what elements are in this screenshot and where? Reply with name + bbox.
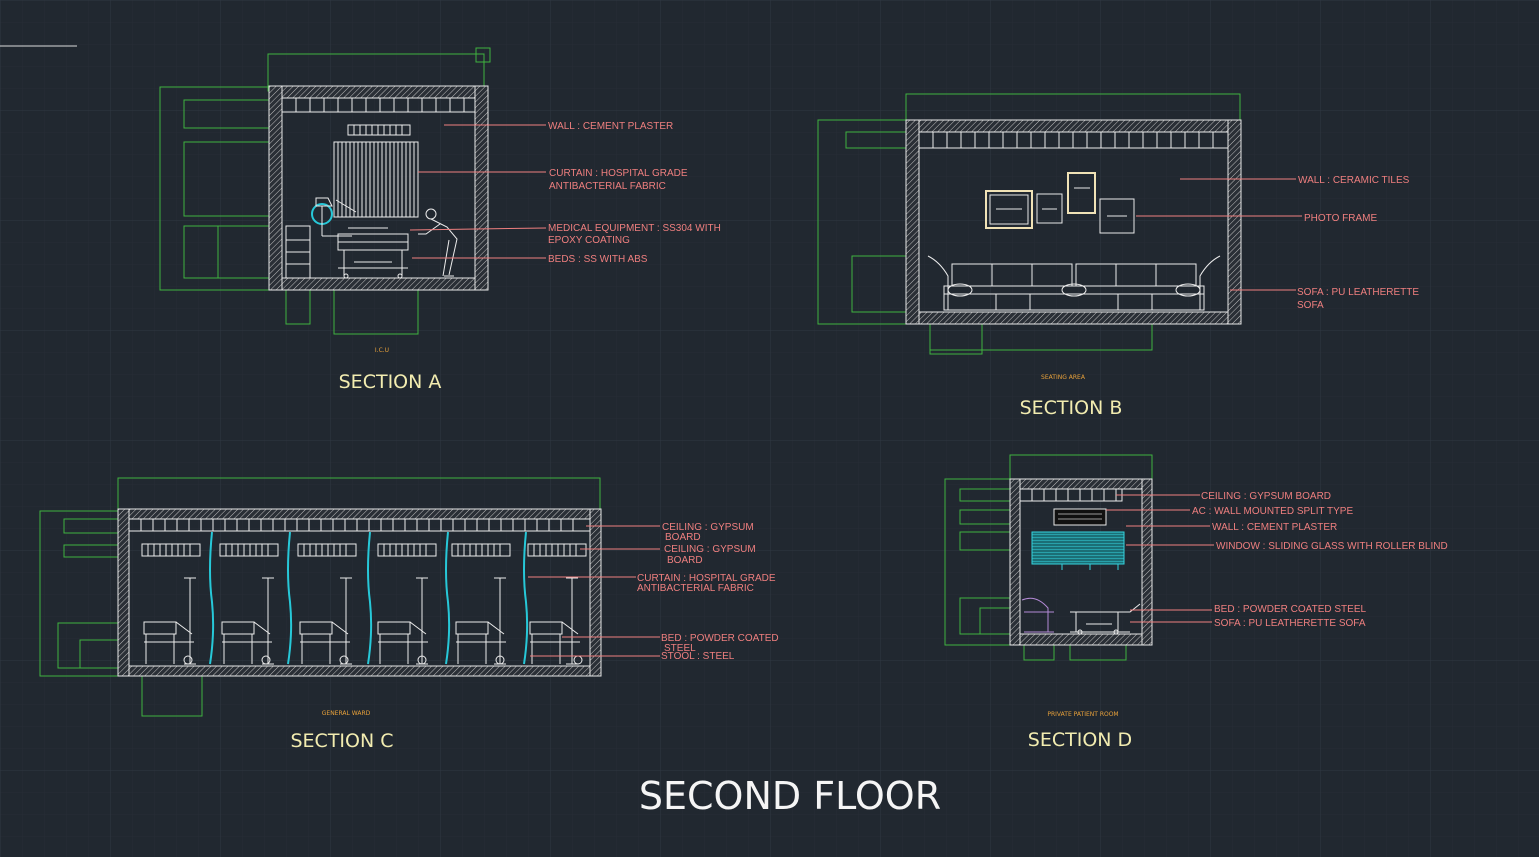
section-c-note-ceiling-2: BOARD <box>665 532 701 543</box>
section-d-note-bed: BED : POWDER COATED STEEL <box>1214 604 1366 615</box>
section-a-title: SECTION A <box>339 371 442 393</box>
section-a-caption: I.C.U <box>375 347 389 354</box>
section-a-note-curtain-2: ANTIBACTERIAL FABRIC <box>549 181 666 192</box>
section-a-nurse <box>418 208 458 277</box>
section-a-cabinet <box>285 225 311 279</box>
section-c-beds <box>143 577 583 665</box>
section-a-drawing[interactable]: WALL : CEMENT PLASTER CURTAIN : HOSPITAL… <box>159 47 721 393</box>
section-c-curtains <box>209 531 529 665</box>
section-a-curtain <box>333 141 419 218</box>
section-b-leaders <box>1136 178 1302 291</box>
section-d-note-ceiling: CEILING : GYPSUM BOARD <box>1201 491 1331 502</box>
section-c-note-bed: BED : POWDER COATED <box>661 633 779 644</box>
section-c-title: SECTION C <box>290 730 393 752</box>
section-b-note-sofa-2: SOFA <box>1297 300 1324 311</box>
section-b-title: SECTION B <box>1020 397 1123 419</box>
section-a-note-curtain: CURTAIN : HOSPITAL GRADE <box>549 168 688 179</box>
section-d-note-sofa: SOFA : PU LEATHERETTE SOFA <box>1214 618 1366 629</box>
section-c-note-bed-2: STEEL <box>664 643 696 654</box>
section-b-caption: SEATING AREA <box>1041 374 1086 381</box>
section-c-note-curtain-2: ANTIBACTERIAL FABRIC <box>637 583 754 594</box>
section-b-note-sofa: SOFA : PU LEATHERETTE <box>1297 287 1419 298</box>
section-b-sofa <box>927 255 1221 311</box>
section-c-leaders <box>528 525 660 657</box>
section-b-note-wall: WALL : CERAMIC TILES <box>1298 175 1410 186</box>
section-c-caption: GENERAL WARD <box>322 710 371 717</box>
section-d-caption: PRIVATE PATIENT ROOM <box>1047 711 1118 718</box>
section-c-drawing[interactable]: CEILING : GYPSUM BOARD CEILING : GYPSUM … <box>39 477 779 752</box>
section-d-note-wall: WALL : CEMENT PLASTER <box>1212 522 1337 533</box>
section-a-note-equipment: MEDICAL EQUIPMENT : SS304 WITH <box>548 223 721 234</box>
section-d-note-window: WINDOW : SLIDING GLASS WITH ROLLER BLIND <box>1216 541 1448 552</box>
section-d-furniture <box>1021 597 1141 635</box>
section-b-photo-frames <box>985 172 1135 234</box>
section-a-note-wall: WALL : CEMENT PLASTER <box>548 121 673 132</box>
section-b-note-photo: PHOTO FRAME <box>1304 213 1377 224</box>
section-c-note-curtain: CURTAIN : HOSPITAL GRADE <box>637 573 776 584</box>
section-a-note-equipment-2: EPOXY COATING <box>548 235 630 246</box>
section-a-ceiling <box>281 97 476 136</box>
section-d-title: SECTION D <box>1028 729 1132 751</box>
section-a-leaders <box>409 124 547 259</box>
section-a-note-beds: BEDS : SS WITH ABS <box>548 254 648 265</box>
section-c-note-ceiling: CEILING : GYPSUM <box>662 522 754 533</box>
floor-title: SECOND FLOOR <box>639 774 941 818</box>
section-d-window <box>1031 531 1125 570</box>
section-c-lights <box>141 543 587 557</box>
section-b-drawing[interactable]: WALL : CERAMIC TILES PHOTO FRAME SOFA : … <box>817 93 1419 419</box>
section-b-ceiling <box>918 131 1229 149</box>
section-a-bed <box>337 227 409 279</box>
section-c-ceiling <box>128 518 591 532</box>
section-d-leaders <box>1106 494 1214 623</box>
section-c-note-stool: STOOL : STEEL <box>661 651 735 662</box>
section-c-note-ceiling-b-2: BOARD <box>667 555 703 566</box>
section-c-note-ceiling-b: CEILING : GYPSUM <box>664 544 756 555</box>
section-a-equipment <box>311 197 357 237</box>
section-d-note-ac: AC : WALL MOUNTED SPLIT TYPE <box>1192 506 1353 517</box>
section-d-drawing[interactable]: CEILING : GYPSUM BOARD AC : WALL MOUNTED… <box>944 454 1448 751</box>
section-d-ac-unit <box>1053 508 1107 526</box>
